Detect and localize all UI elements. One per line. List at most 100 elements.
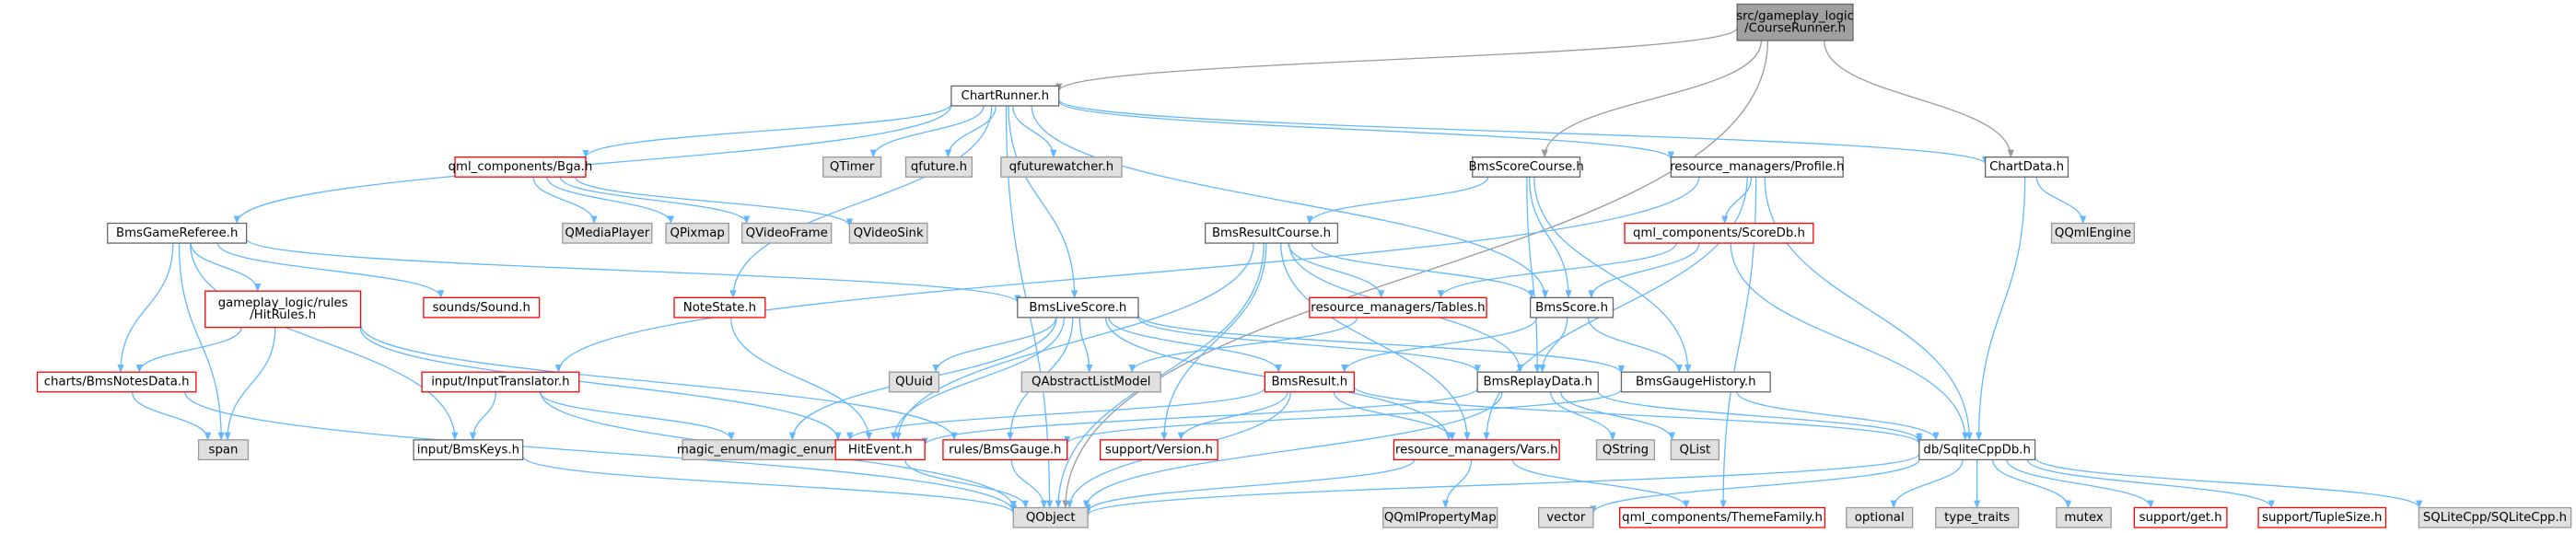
node-sqlitecpp: SQLiteCpp/SQLiteCpp.h — [2418, 506, 2572, 528]
node-chart-data[interactable]: ChartData.h — [1985, 156, 2069, 178]
node-box — [1012, 506, 1089, 528]
edge-vars-to-qobject — [1084, 459, 1416, 513]
node-version[interactable]: support/Version.h — [1099, 439, 1218, 461]
node-box — [1205, 222, 1339, 244]
edge-line — [1010, 459, 1048, 509]
node-span: span — [197, 439, 250, 461]
edge-chart-runner-to-chart-data — [1058, 98, 1989, 166]
node-bms-notes-data[interactable]: charts/BmsNotesData.h — [36, 371, 197, 393]
node-label: optional — [1855, 511, 1905, 525]
edge-line — [891, 317, 1066, 441]
edge-vars-to-qqmlpropertymap — [1441, 459, 1473, 509]
node-label: sounds/Sound.h — [433, 301, 530, 315]
node-bms-result-course[interactable]: BmsResultCourse.h — [1205, 222, 1339, 244]
node-support-get[interactable]: support/get.h — [2133, 506, 2228, 528]
node-bms-result[interactable]: BmsResult.h — [1264, 371, 1356, 393]
node-profile[interactable]: resource_managers/Profile.h — [1670, 156, 1844, 178]
node-bms-gauge-history[interactable]: BmsGaugeHistory.h — [1620, 371, 1771, 393]
node-box — [1476, 371, 1599, 393]
node-box — [1595, 439, 1656, 461]
node-score-db[interactable]: qml_components/ScoreDb.h — [1624, 222, 1814, 244]
edge-bms-score-to-bms-result — [1341, 317, 1538, 374]
node-optional: optional — [1846, 506, 1914, 528]
node-bms-score[interactable]: BmsScore.h — [1530, 296, 1614, 319]
node-bga[interactable]: qml_components/Bga.h — [449, 156, 593, 178]
node-label: QUuid — [895, 376, 933, 389]
edge-chart-runner-to-bms-game-referee — [233, 104, 952, 225]
node-theme-family[interactable]: qml_components/ThemeFamily.h — [1619, 506, 1826, 528]
node-box — [1918, 439, 2036, 461]
edge-hit-rules-to-bms-gauge — [359, 324, 958, 441]
node-chart-runner[interactable]: ChartRunner.h — [950, 85, 1060, 107]
edge-bms-game-referee-to-bms-keys — [190, 243, 459, 441]
edge-line — [246, 238, 1021, 304]
edge-line — [233, 104, 952, 225]
edge-bms-score-course-to-bms-result-course — [1306, 176, 1489, 225]
edge-bms-gauge-to-qobject — [1010, 459, 1048, 509]
node-sqlite-cpp-db[interactable]: db/SqliteCppDb.h — [1918, 439, 2036, 461]
node-tuple-size[interactable]: support/TupleSize.h — [2257, 506, 2387, 528]
edge-line — [224, 327, 276, 441]
edge-line — [1078, 317, 1093, 374]
node-bms-replay-data[interactable]: BmsReplayData.h — [1476, 371, 1599, 393]
edge-line — [1824, 40, 2014, 158]
edge-score-db-to-bms-score — [1588, 243, 1700, 299]
node-label: BmsLiveScore.h — [1029, 301, 1126, 315]
edge-vars-to-theme-family — [1511, 459, 1690, 509]
node-input-translator[interactable]: input/InputTranslator.h — [421, 371, 580, 393]
node-mutex: mutex — [2056, 506, 2112, 528]
edge-line — [1890, 459, 1964, 509]
node-bms-score-course[interactable]: BmsScoreCourse.h — [1469, 156, 1584, 178]
node-box — [204, 290, 362, 329]
node-label: BmsResultCourse.h — [1212, 226, 1331, 240]
edge-line — [1137, 317, 1481, 374]
edge-line — [1560, 391, 1676, 441]
node-label: BmsGameReferee.h — [116, 226, 238, 240]
node-course-runner[interactable]: src/gameplay_logic/CourseRunner.h — [1736, 3, 1854, 41]
node-box — [834, 439, 926, 461]
node-label: resource_managers/Tables.h — [1311, 301, 1485, 315]
edge-line — [1062, 40, 1769, 509]
edge-chart-data-to-qqmlengine — [2035, 177, 2087, 225]
edge-line — [1588, 243, 1700, 299]
edge-line — [178, 243, 225, 441]
node-label: gameplay_logic/rules — [218, 296, 348, 310]
edge-bms-result-to-magic-enum — [846, 387, 1266, 441]
edge-bms-game-referee-to-bms-live-score — [246, 238, 1021, 304]
node-bms-game-referee[interactable]: BmsGameReferee.h — [107, 222, 248, 244]
node-box — [423, 296, 541, 319]
edge-chart-runner-to-profile — [1058, 100, 1674, 160]
edge-course-runner-to-qobject — [1062, 40, 1769, 509]
node-box — [36, 371, 197, 393]
edge-line — [846, 387, 1266, 441]
node-bms-gauge[interactable]: rules/BmsGauge.h — [942, 439, 1068, 461]
node-box — [1670, 156, 1844, 178]
edge-line — [932, 317, 1057, 374]
node-qqmlengine: QQmlEngine — [2050, 222, 2136, 244]
node-label: rules/BmsGauge.h — [949, 443, 1061, 457]
node-hit-event[interactable]: HitEvent.h — [834, 439, 926, 461]
node-box — [1000, 156, 1123, 178]
node-box — [1530, 296, 1614, 319]
node-label: NoteState.h — [683, 301, 756, 315]
edge-note-state-to-hit-event — [729, 317, 873, 441]
node-sound[interactable]: sounds/Sound.h — [423, 296, 541, 319]
edge-bms-replay-data-to-qlist — [1560, 391, 1676, 441]
node-label: SQLiteCpp/SQLiteCpp.h — [2423, 511, 2567, 525]
node-hit-rules[interactable]: gameplay_logic/rules/HitRules.h — [204, 290, 362, 329]
edge-bms-game-referee-to-sound — [216, 242, 445, 299]
edge-bms-live-score-to-hit-event — [891, 317, 1066, 441]
edge-line — [2035, 177, 2087, 225]
edge-profile-to-score-db — [1721, 177, 1753, 225]
node-note-state[interactable]: NoteState.h — [673, 296, 766, 319]
node-box — [1620, 371, 1771, 393]
edge-line — [135, 327, 242, 374]
node-tables[interactable]: resource_managers/Tables.h — [1309, 296, 1487, 319]
node-bms-keys[interactable]: input/BmsKeys.h — [413, 439, 524, 461]
edge-line — [944, 105, 997, 158]
node-box — [1020, 371, 1161, 393]
node-vars[interactable]: resource_managers/Vars.h — [1393, 439, 1560, 461]
edge-line — [2034, 457, 2423, 509]
node-label: qfuturewatcher.h — [1009, 160, 1114, 174]
node-bms-live-score[interactable]: BmsLiveScore.h — [1017, 296, 1139, 319]
